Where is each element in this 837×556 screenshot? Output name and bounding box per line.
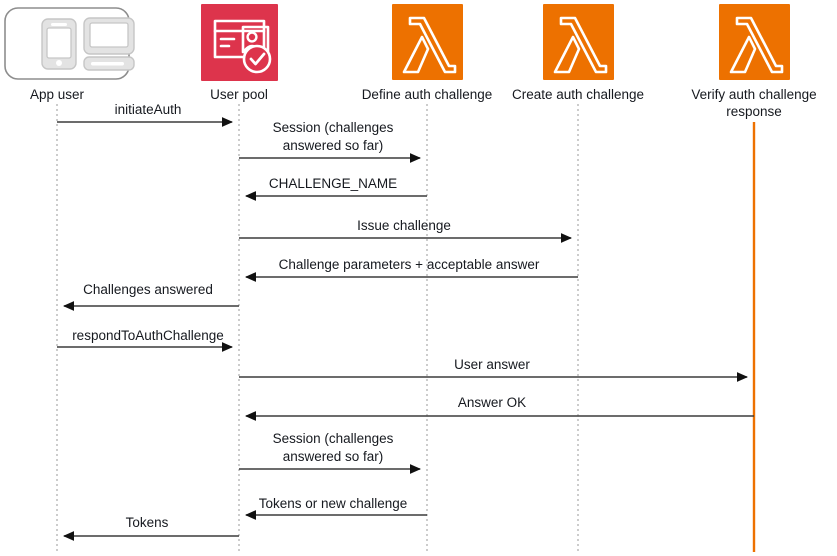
message-session-challenges-2[interactable]: Session (challenges answered so far): [239, 431, 422, 474]
actor-label-create-auth-challenge: Create auth challenge: [512, 87, 644, 102]
message-label-line1: Session (challenges: [273, 431, 394, 446]
actor-verify-auth-challenge-response[interactable]: Verify auth challenge response: [691, 4, 817, 552]
user-pool-id-card-check-icon: [201, 4, 278, 81]
actor-user-pool[interactable]: User pool: [201, 4, 278, 552]
actor-app-user[interactable]: App user: [4, 7, 135, 552]
actor-label-verify-auth-challenge-response-line1: Verify auth challenge: [691, 87, 816, 102]
message-label: respondToAuthChallenge: [72, 328, 224, 343]
message-label: Challenges answered: [83, 282, 213, 297]
message-tokens[interactable]: Tokens: [62, 515, 239, 541]
message-session-challenges-1[interactable]: Session (challenges answered so far): [239, 120, 422, 163]
aws-lambda-icon: [543, 4, 614, 80]
message-label: User answer: [454, 357, 530, 372]
devices-icon: [4, 7, 135, 80]
message-label-line2: answered so far): [283, 449, 384, 464]
message-issue-challenge[interactable]: Issue challenge: [239, 218, 573, 243]
actor-label-define-auth-challenge: Define auth challenge: [362, 87, 493, 102]
message-label: Challenge parameters + acceptable answer: [279, 257, 540, 272]
message-label: CHALLENGE_NAME: [269, 176, 397, 191]
message-tokens-or-new-challenge[interactable]: Tokens or new challenge: [244, 496, 427, 520]
message-label: Issue challenge: [357, 218, 451, 233]
aws-lambda-icon: [392, 4, 463, 80]
actor-create-auth-challenge[interactable]: Create auth challenge: [512, 4, 644, 552]
message-label: Tokens: [126, 515, 169, 530]
message-label-line2: answered so far): [283, 138, 384, 153]
message-user-answer[interactable]: User answer: [239, 357, 749, 382]
message-label: initiateAuth: [115, 102, 182, 117]
actor-label-user-pool: User pool: [210, 87, 268, 102]
message-challenges-answered[interactable]: Challenges answered: [62, 282, 239, 311]
message-respond-to-auth-challenge[interactable]: respondToAuthChallenge: [57, 328, 234, 352]
message-label-line1: Session (challenges: [273, 120, 394, 135]
actor-define-auth-challenge[interactable]: Define auth challenge: [362, 4, 493, 552]
actor-label-app-user: App user: [30, 87, 85, 102]
aws-lambda-icon: [719, 4, 790, 80]
message-label: Tokens or new challenge: [259, 496, 408, 511]
message-answer-ok[interactable]: Answer OK: [244, 395, 754, 421]
message-challenge-parameters[interactable]: Challenge parameters + acceptable answer: [244, 257, 578, 282]
message-challenge-name[interactable]: CHALLENGE_NAME: [244, 176, 427, 201]
message-initiate-auth[interactable]: initiateAuth: [57, 102, 234, 127]
message-label: Answer OK: [458, 395, 526, 410]
actor-label-verify-auth-challenge-response-line2: response: [726, 104, 782, 119]
